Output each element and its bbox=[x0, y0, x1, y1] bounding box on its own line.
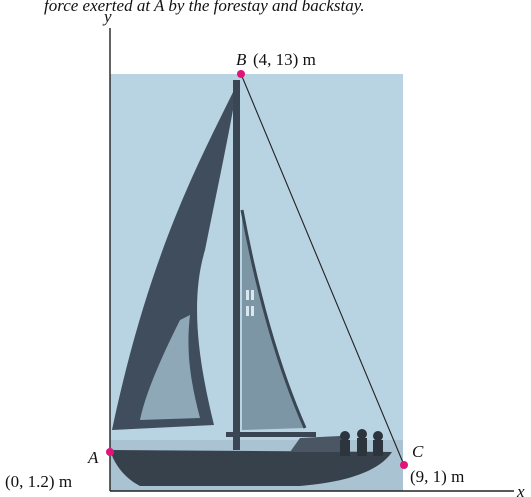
caption-fragment: force exerted at A by the forestay and b… bbox=[44, 0, 365, 15]
genoa-panel bbox=[140, 315, 200, 420]
stay-line-bc bbox=[240, 73, 405, 466]
crew bbox=[340, 429, 383, 456]
point-a-coords: (0, 1.2) m bbox=[5, 472, 72, 491]
cabin bbox=[290, 436, 350, 452]
sail-number bbox=[246, 290, 254, 316]
mast bbox=[233, 80, 240, 450]
boom bbox=[226, 432, 316, 437]
x-axis-label: x bbox=[516, 482, 525, 497]
hull bbox=[110, 450, 392, 486]
mainsail-edge bbox=[240, 209, 307, 429]
point-b-coords: (4, 13) m bbox=[253, 50, 316, 69]
point-b-marker bbox=[237, 70, 245, 78]
point-a-name: A bbox=[87, 448, 99, 467]
point-c-name: C bbox=[412, 442, 424, 461]
mainsail bbox=[242, 210, 305, 430]
genoa-sail bbox=[112, 82, 238, 430]
point-c-marker bbox=[400, 461, 408, 469]
sailboat-photo bbox=[110, 74, 403, 491]
point-b-name: B bbox=[236, 50, 247, 69]
point-a-marker bbox=[106, 448, 114, 456]
y-axis-label: y bbox=[102, 7, 112, 26]
point-c-coords: (9, 1) m bbox=[410, 467, 464, 486]
